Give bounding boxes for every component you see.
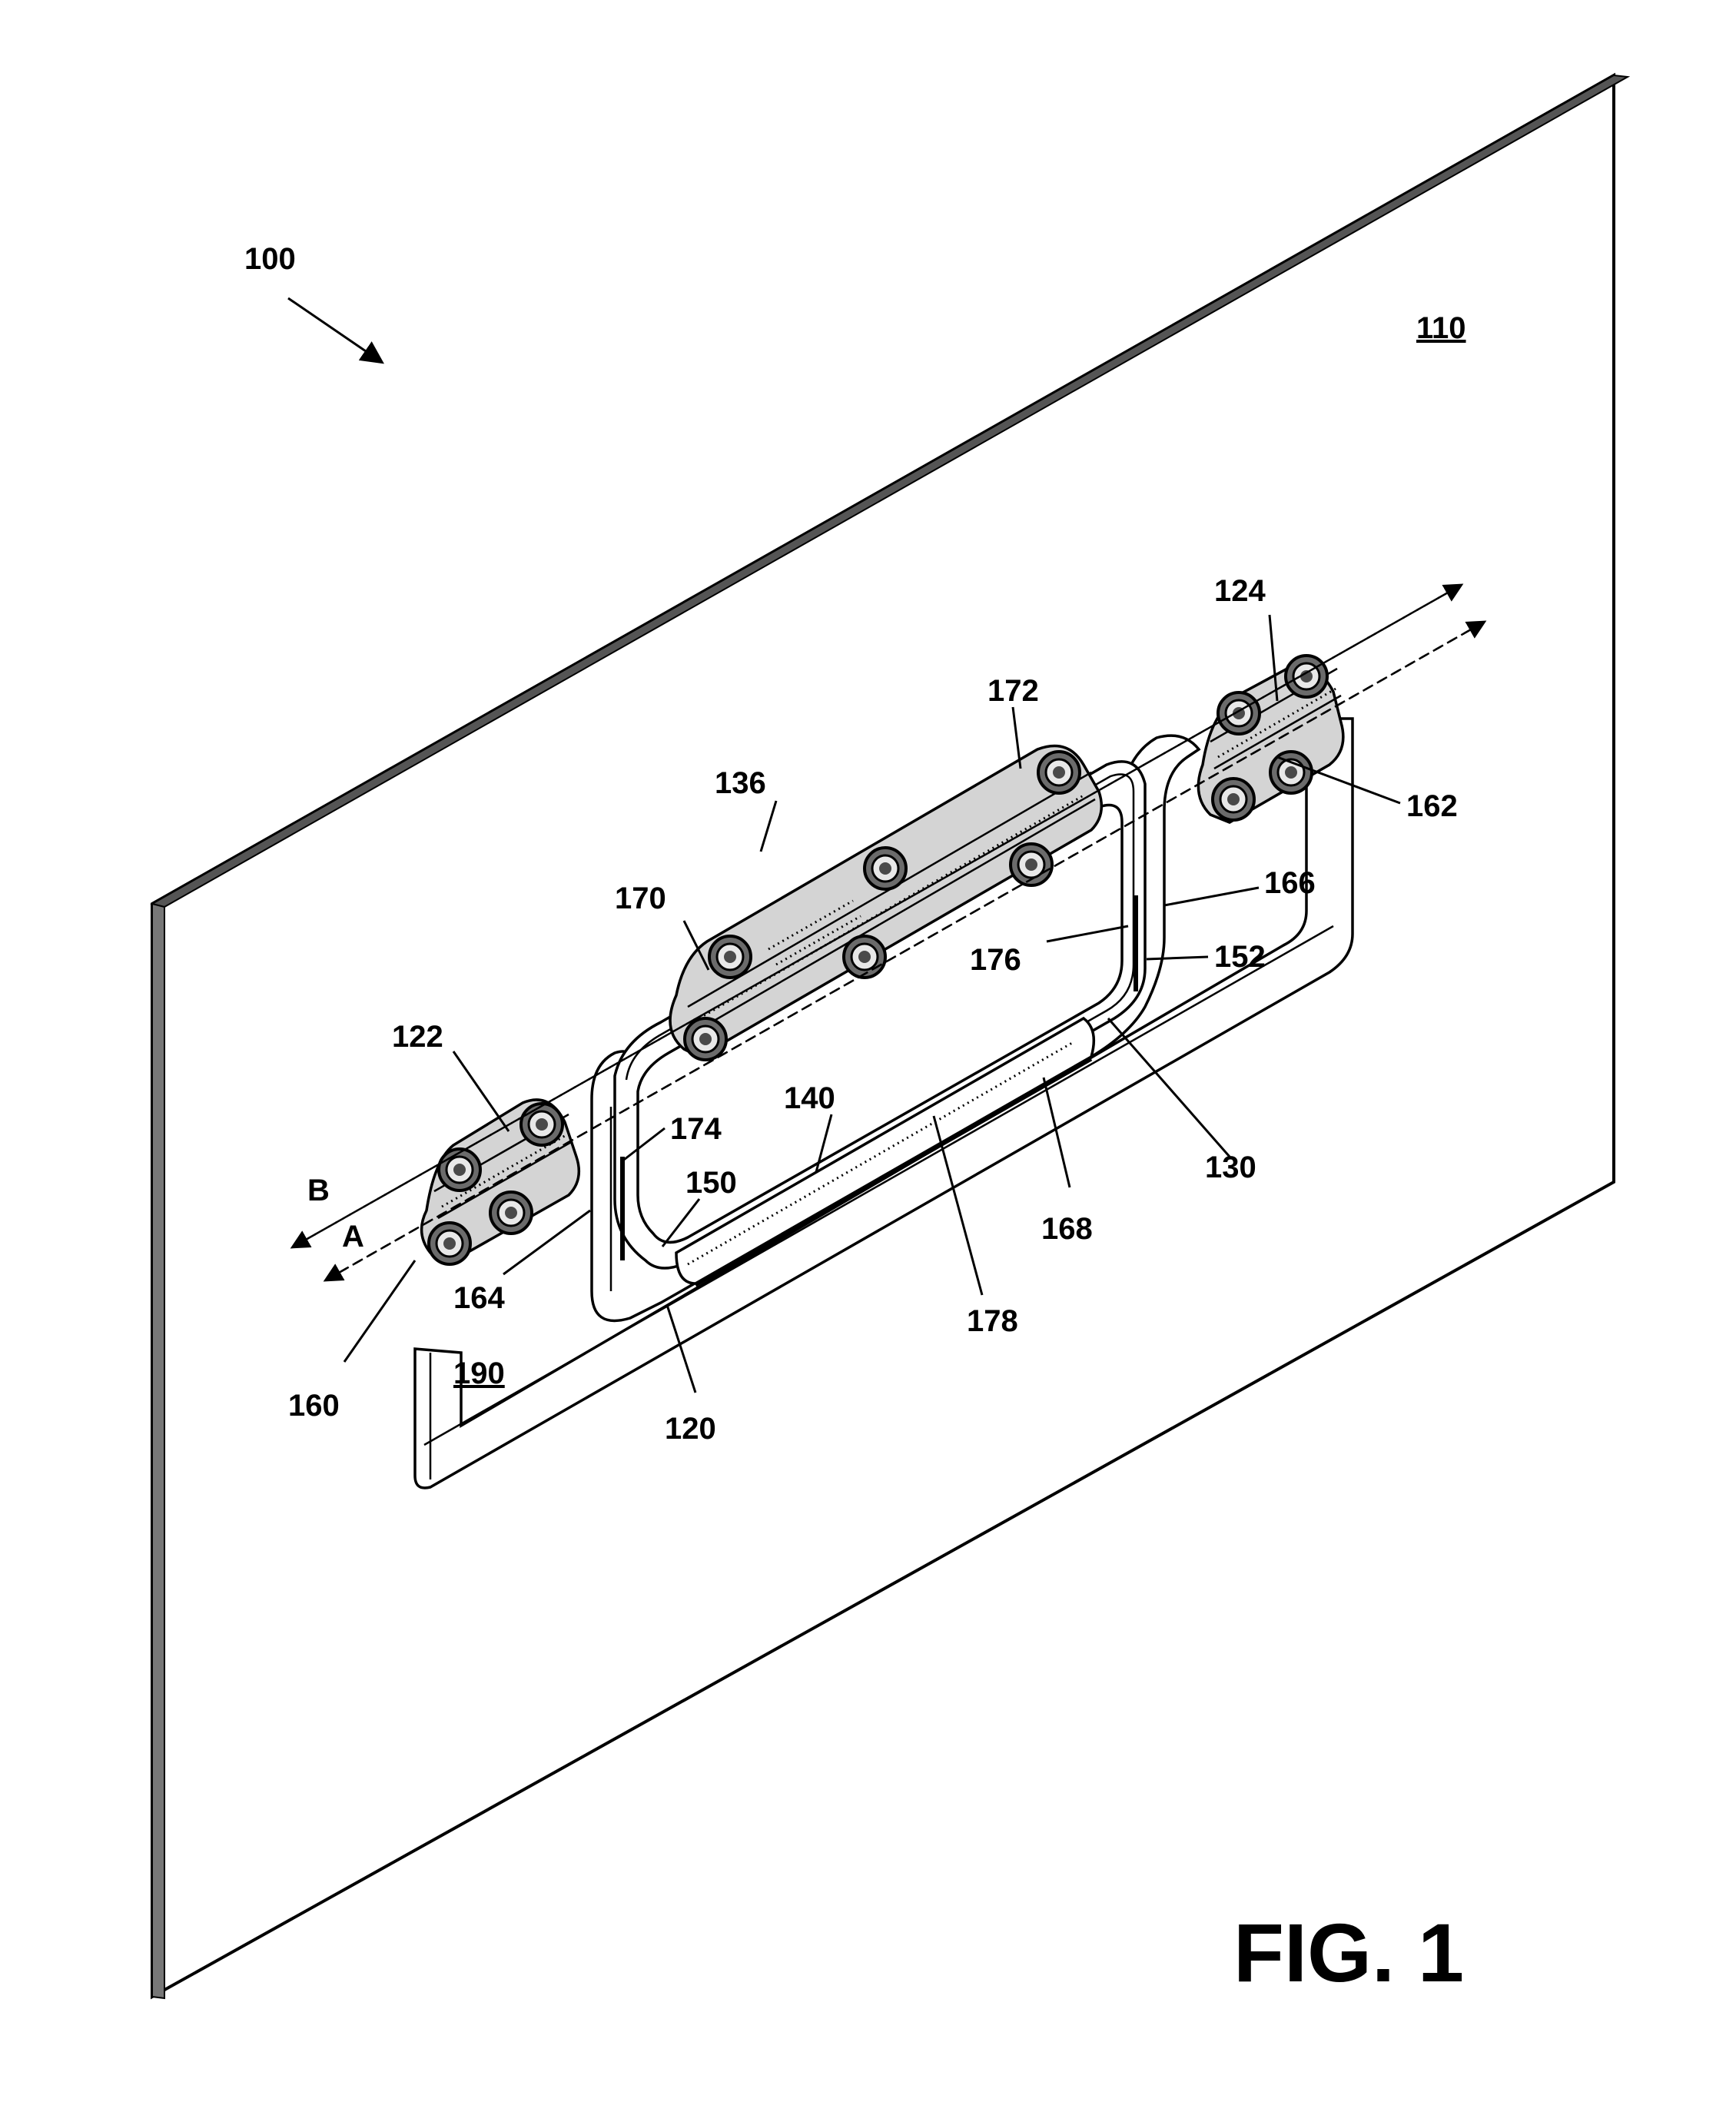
label-176: 176 bbox=[970, 943, 1021, 977]
screw-icon bbox=[1270, 752, 1312, 793]
label-136: 136 bbox=[715, 766, 766, 800]
label-120: 120 bbox=[665, 1412, 716, 1446]
label-168: 168 bbox=[1041, 1212, 1093, 1246]
screw-icon bbox=[1218, 692, 1260, 734]
screw-icon bbox=[1213, 779, 1254, 820]
screw-icon bbox=[521, 1104, 563, 1145]
label-152: 152 bbox=[1214, 940, 1266, 974]
label-190: 190 bbox=[453, 1357, 505, 1390]
label-164: 164 bbox=[453, 1281, 505, 1315]
label-100: 100 bbox=[244, 242, 296, 276]
label-140: 140 bbox=[784, 1081, 835, 1115]
figure-title: FIG. 1 bbox=[1233, 1906, 1464, 1999]
screw-icon bbox=[844, 936, 885, 978]
screw-icon bbox=[685, 1018, 726, 1060]
screw-icon bbox=[1286, 656, 1327, 697]
label-170: 170 bbox=[615, 882, 666, 915]
label-axis-b: B bbox=[307, 1174, 330, 1207]
label-174: 174 bbox=[670, 1112, 722, 1146]
screw-icon bbox=[429, 1223, 470, 1264]
label-166: 166 bbox=[1264, 866, 1316, 900]
label-178: 178 bbox=[967, 1304, 1018, 1338]
screw-icon bbox=[490, 1192, 532, 1234]
label-124: 124 bbox=[1214, 574, 1266, 608]
label-130: 130 bbox=[1205, 1151, 1256, 1184]
label-110: 110 bbox=[1416, 311, 1466, 345]
screw-icon bbox=[1038, 752, 1080, 793]
label-160: 160 bbox=[288, 1389, 340, 1423]
screw-icon bbox=[865, 848, 906, 889]
screw-icon bbox=[439, 1149, 480, 1190]
label-axis-a: A bbox=[342, 1220, 364, 1254]
screw-icon bbox=[709, 936, 751, 978]
label-162: 162 bbox=[1406, 789, 1458, 823]
label-172: 172 bbox=[987, 674, 1039, 708]
label-150: 150 bbox=[685, 1166, 737, 1200]
arrow-100 bbox=[288, 298, 380, 361]
label-122: 122 bbox=[392, 1020, 443, 1054]
